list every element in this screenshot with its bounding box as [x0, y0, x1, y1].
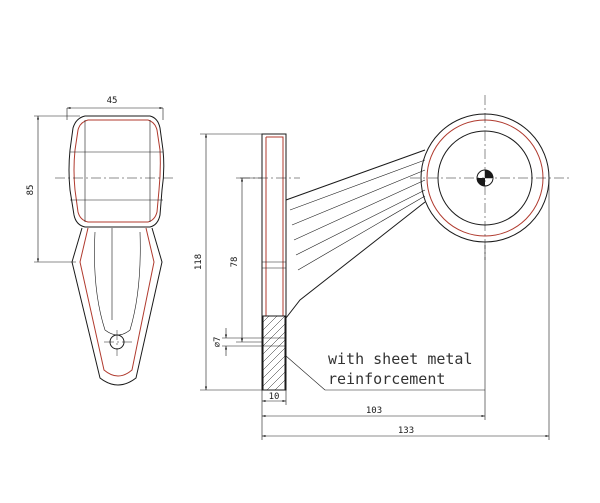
dim-133-label: 133	[398, 426, 414, 436]
dim-103: 103	[261, 245, 486, 420]
dim-45: 45	[66, 96, 164, 120]
note-line-2: reinforcement	[328, 370, 445, 388]
dim-10-label: 10	[269, 392, 280, 402]
dim-133: 133	[261, 178, 550, 440]
dim-45-label: 45	[107, 96, 118, 106]
dim-118: 118	[194, 133, 262, 391]
hatch-section	[262, 315, 286, 391]
dim-85-label: 85	[26, 185, 36, 196]
front-view	[55, 115, 175, 386]
dim-103-label: 103	[366, 406, 382, 416]
dim-78-label: 78	[230, 257, 240, 268]
dim-85: 85	[26, 115, 80, 263]
note-line-1: with sheet metal	[328, 350, 473, 368]
dim-7: ⌀7	[213, 328, 262, 356]
dim-118-label: 118	[194, 254, 204, 270]
dim-78: 78	[230, 177, 262, 343]
note-leader	[285, 355, 485, 391]
side-view	[240, 95, 570, 391]
dim-10: 10	[261, 390, 287, 405]
dim-7-label: ⌀7	[213, 337, 223, 348]
